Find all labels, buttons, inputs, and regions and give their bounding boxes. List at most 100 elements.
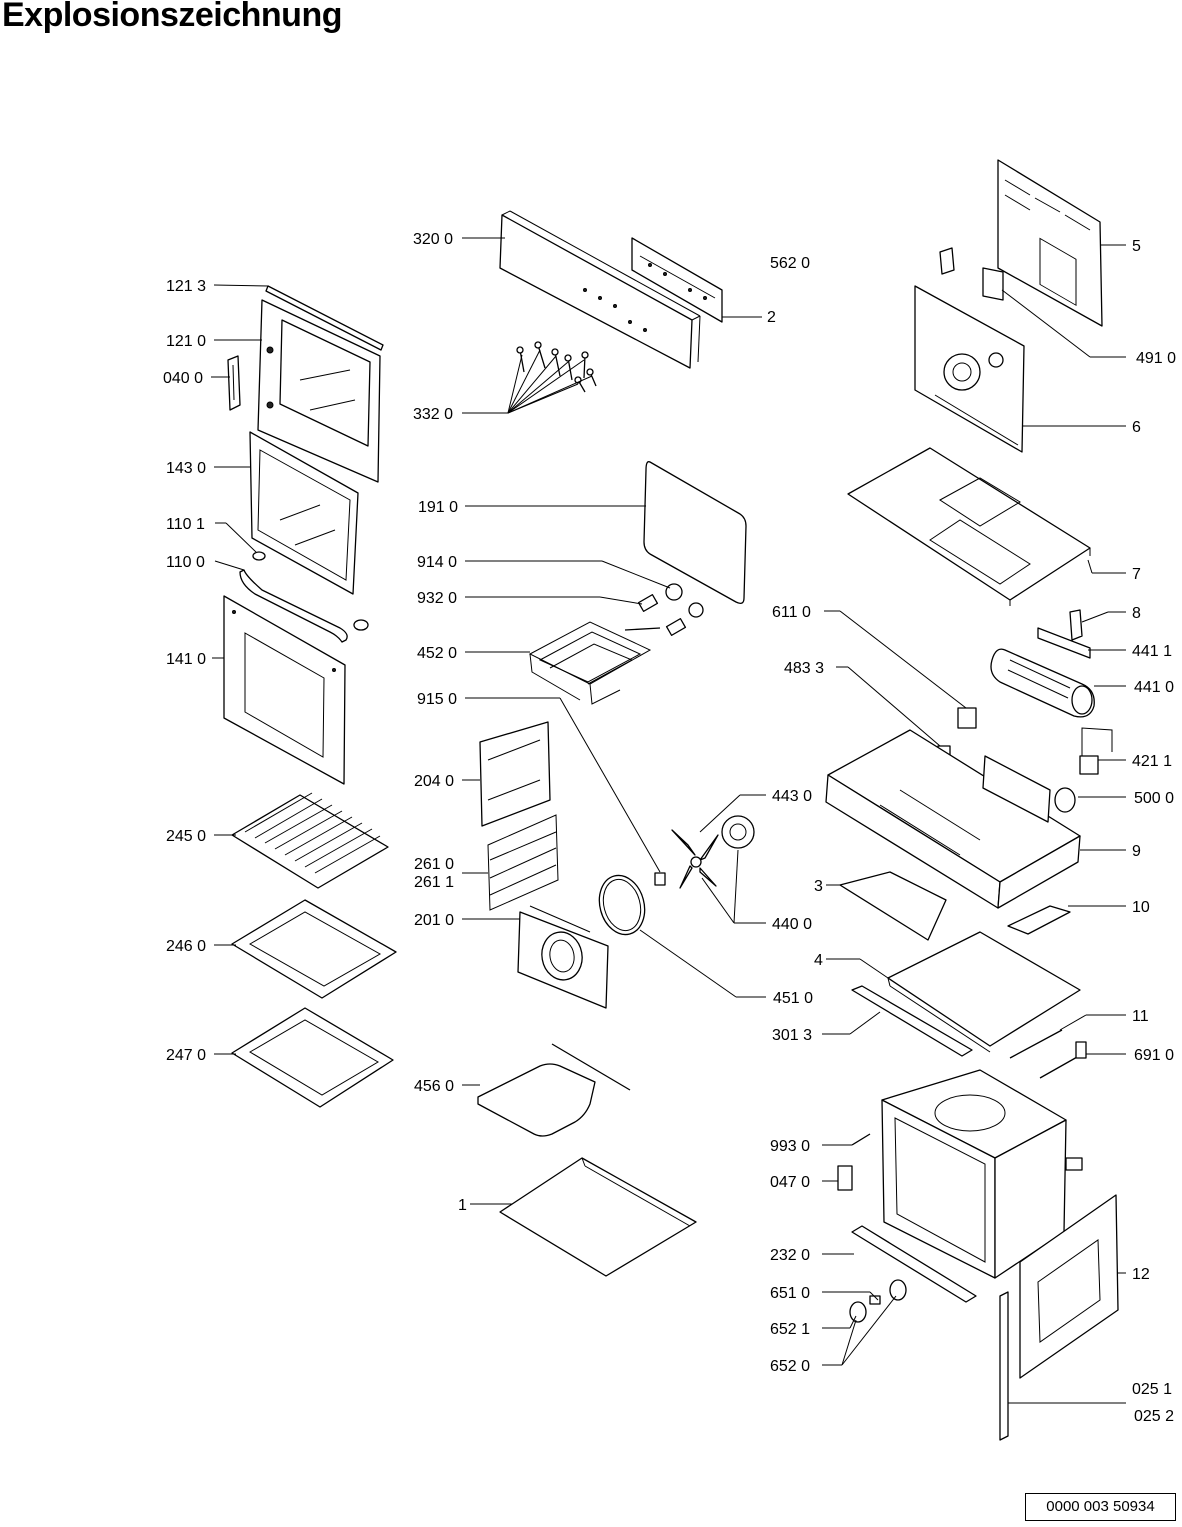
part-clip	[1069, 609, 1083, 641]
label-652-1: 652 1	[770, 1321, 810, 1338]
label-245-0: 245 0	[166, 828, 206, 845]
label-500-0: 500 0	[1134, 790, 1174, 807]
label-025-1: 025 1	[1132, 1381, 1172, 1398]
part-wire-rack	[231, 792, 389, 889]
label-10: 10	[1132, 899, 1150, 916]
part-door-top-strip	[265, 285, 384, 351]
label-421-1: 421 1	[1132, 753, 1172, 770]
part-side-trim	[999, 1291, 1009, 1441]
label-915-0: 915 0	[417, 691, 457, 708]
label-691-0: 691 0	[1134, 1047, 1174, 1064]
part-bottom-plate	[499, 1157, 697, 1277]
label-451-0: 451 0	[773, 990, 813, 1007]
part-grill-heater	[528, 621, 661, 705]
label-7: 7	[1132, 566, 1141, 583]
label-491-0: 491 0	[1136, 350, 1176, 367]
label-440-0: 440 0	[772, 916, 812, 933]
label-320-0: 320 0	[413, 231, 453, 248]
part-screw-bracket	[837, 1133, 871, 1191]
part-door-frame	[257, 299, 381, 483]
label-047-0: 047 0	[770, 1174, 810, 1191]
label-191-0: 191 0	[418, 499, 458, 516]
part-deep-tray	[231, 1007, 394, 1108]
label-932-0: 932 0	[417, 590, 457, 607]
label-2: 2	[767, 309, 776, 326]
part-screws	[516, 341, 597, 393]
part-cooling-blower	[990, 627, 1095, 718]
part-side-bracket	[839, 871, 947, 941]
part-oven-cavity	[881, 1069, 1083, 1279]
label-8: 8	[1132, 605, 1141, 622]
label-651-0: 651 0	[770, 1285, 810, 1302]
label-121-0: 121 0	[166, 333, 206, 350]
part-bottom-rail	[851, 1225, 977, 1303]
label-110-0: 110 0	[166, 554, 205, 571]
label-611-0: 611 0	[772, 604, 811, 621]
part-outer-door	[223, 595, 346, 785]
label-562-0: 562 0	[770, 255, 810, 272]
label-121-3: 121 3	[166, 278, 206, 295]
label-452-0: 452 0	[417, 645, 457, 662]
label-201-0: 201 0	[414, 912, 454, 929]
part-bottom-heater	[477, 1043, 631, 1137]
part-side-rail-wires	[487, 814, 559, 911]
label-301-3: 301 3	[772, 1027, 812, 1044]
label-1: 1	[458, 1197, 467, 1214]
label-261-1: 261 1	[414, 874, 454, 891]
label-456-0: 456 0	[414, 1078, 454, 1095]
label-232-0: 232 0	[770, 1247, 810, 1264]
part-lamp-cover	[637, 583, 704, 636]
label-025-2: 025 2	[1134, 1408, 1174, 1425]
label-6: 6	[1132, 419, 1141, 436]
label-443-0: 443 0	[772, 788, 812, 805]
part-side-rail-upper	[479, 721, 551, 827]
document-number: 0000 003 50934	[1025, 1493, 1176, 1521]
label-261-0: 261 0	[414, 856, 454, 873]
part-electronics-tray	[825, 729, 1081, 909]
part-intermediate-plate	[887, 931, 1081, 1053]
label-12: 12	[1132, 1266, 1150, 1283]
part-hinge	[227, 355, 241, 411]
leader-lines	[211, 237, 1126, 1404]
part-top-cover	[847, 447, 1091, 606]
label-332-0: 332 0	[413, 406, 453, 423]
part-labels: 320 0 562 0 2 332 0 121 3 121 0 040 0 14…	[163, 231, 1176, 1425]
label-246-0: 246 0	[166, 938, 206, 955]
page-title: Explosionszeichnung	[2, 0, 342, 34]
part-fan-cover	[517, 905, 609, 1009]
part-relay	[939, 247, 1004, 301]
part-ring-heater	[598, 872, 666, 936]
part-fan-housing	[914, 285, 1025, 453]
label-993-0: 993 0	[770, 1138, 810, 1155]
part-door-gasket	[643, 461, 747, 604]
label-3: 3	[814, 878, 823, 895]
part-strip	[1007, 905, 1071, 935]
label-110-1: 110 1	[166, 516, 205, 533]
part-baking-tray	[231, 899, 397, 999]
label-143-0: 143 0	[166, 460, 206, 477]
label-4: 4	[814, 952, 823, 969]
label-441-0: 441 0	[1134, 679, 1174, 696]
label-141-0: 141 0	[166, 651, 206, 668]
label-9: 9	[1132, 843, 1141, 860]
part-control-panel	[499, 210, 701, 369]
part-fan-motor	[671, 815, 755, 889]
part-front-frame	[1019, 1194, 1119, 1379]
part-inner-glass	[249, 431, 359, 595]
label-040-0: 040 0	[163, 370, 203, 387]
label-441-1: 441 1	[1132, 643, 1172, 660]
label-204-0: 204 0	[414, 773, 454, 790]
part-control-knobs	[849, 1279, 907, 1323]
label-652-0: 652 0	[770, 1358, 810, 1375]
part-display-board	[631, 237, 723, 323]
label-11: 11	[1132, 1008, 1149, 1025]
part-sensor-rod	[1009, 1029, 1087, 1079]
part-handle	[239, 551, 369, 643]
label-914-0: 914 0	[417, 554, 457, 571]
part-front-rail	[851, 985, 973, 1057]
label-5: 5	[1132, 238, 1141, 255]
label-483-3: 483 3	[784, 660, 824, 677]
part-back-panel	[997, 159, 1103, 327]
label-247-0: 247 0	[166, 1047, 206, 1064]
